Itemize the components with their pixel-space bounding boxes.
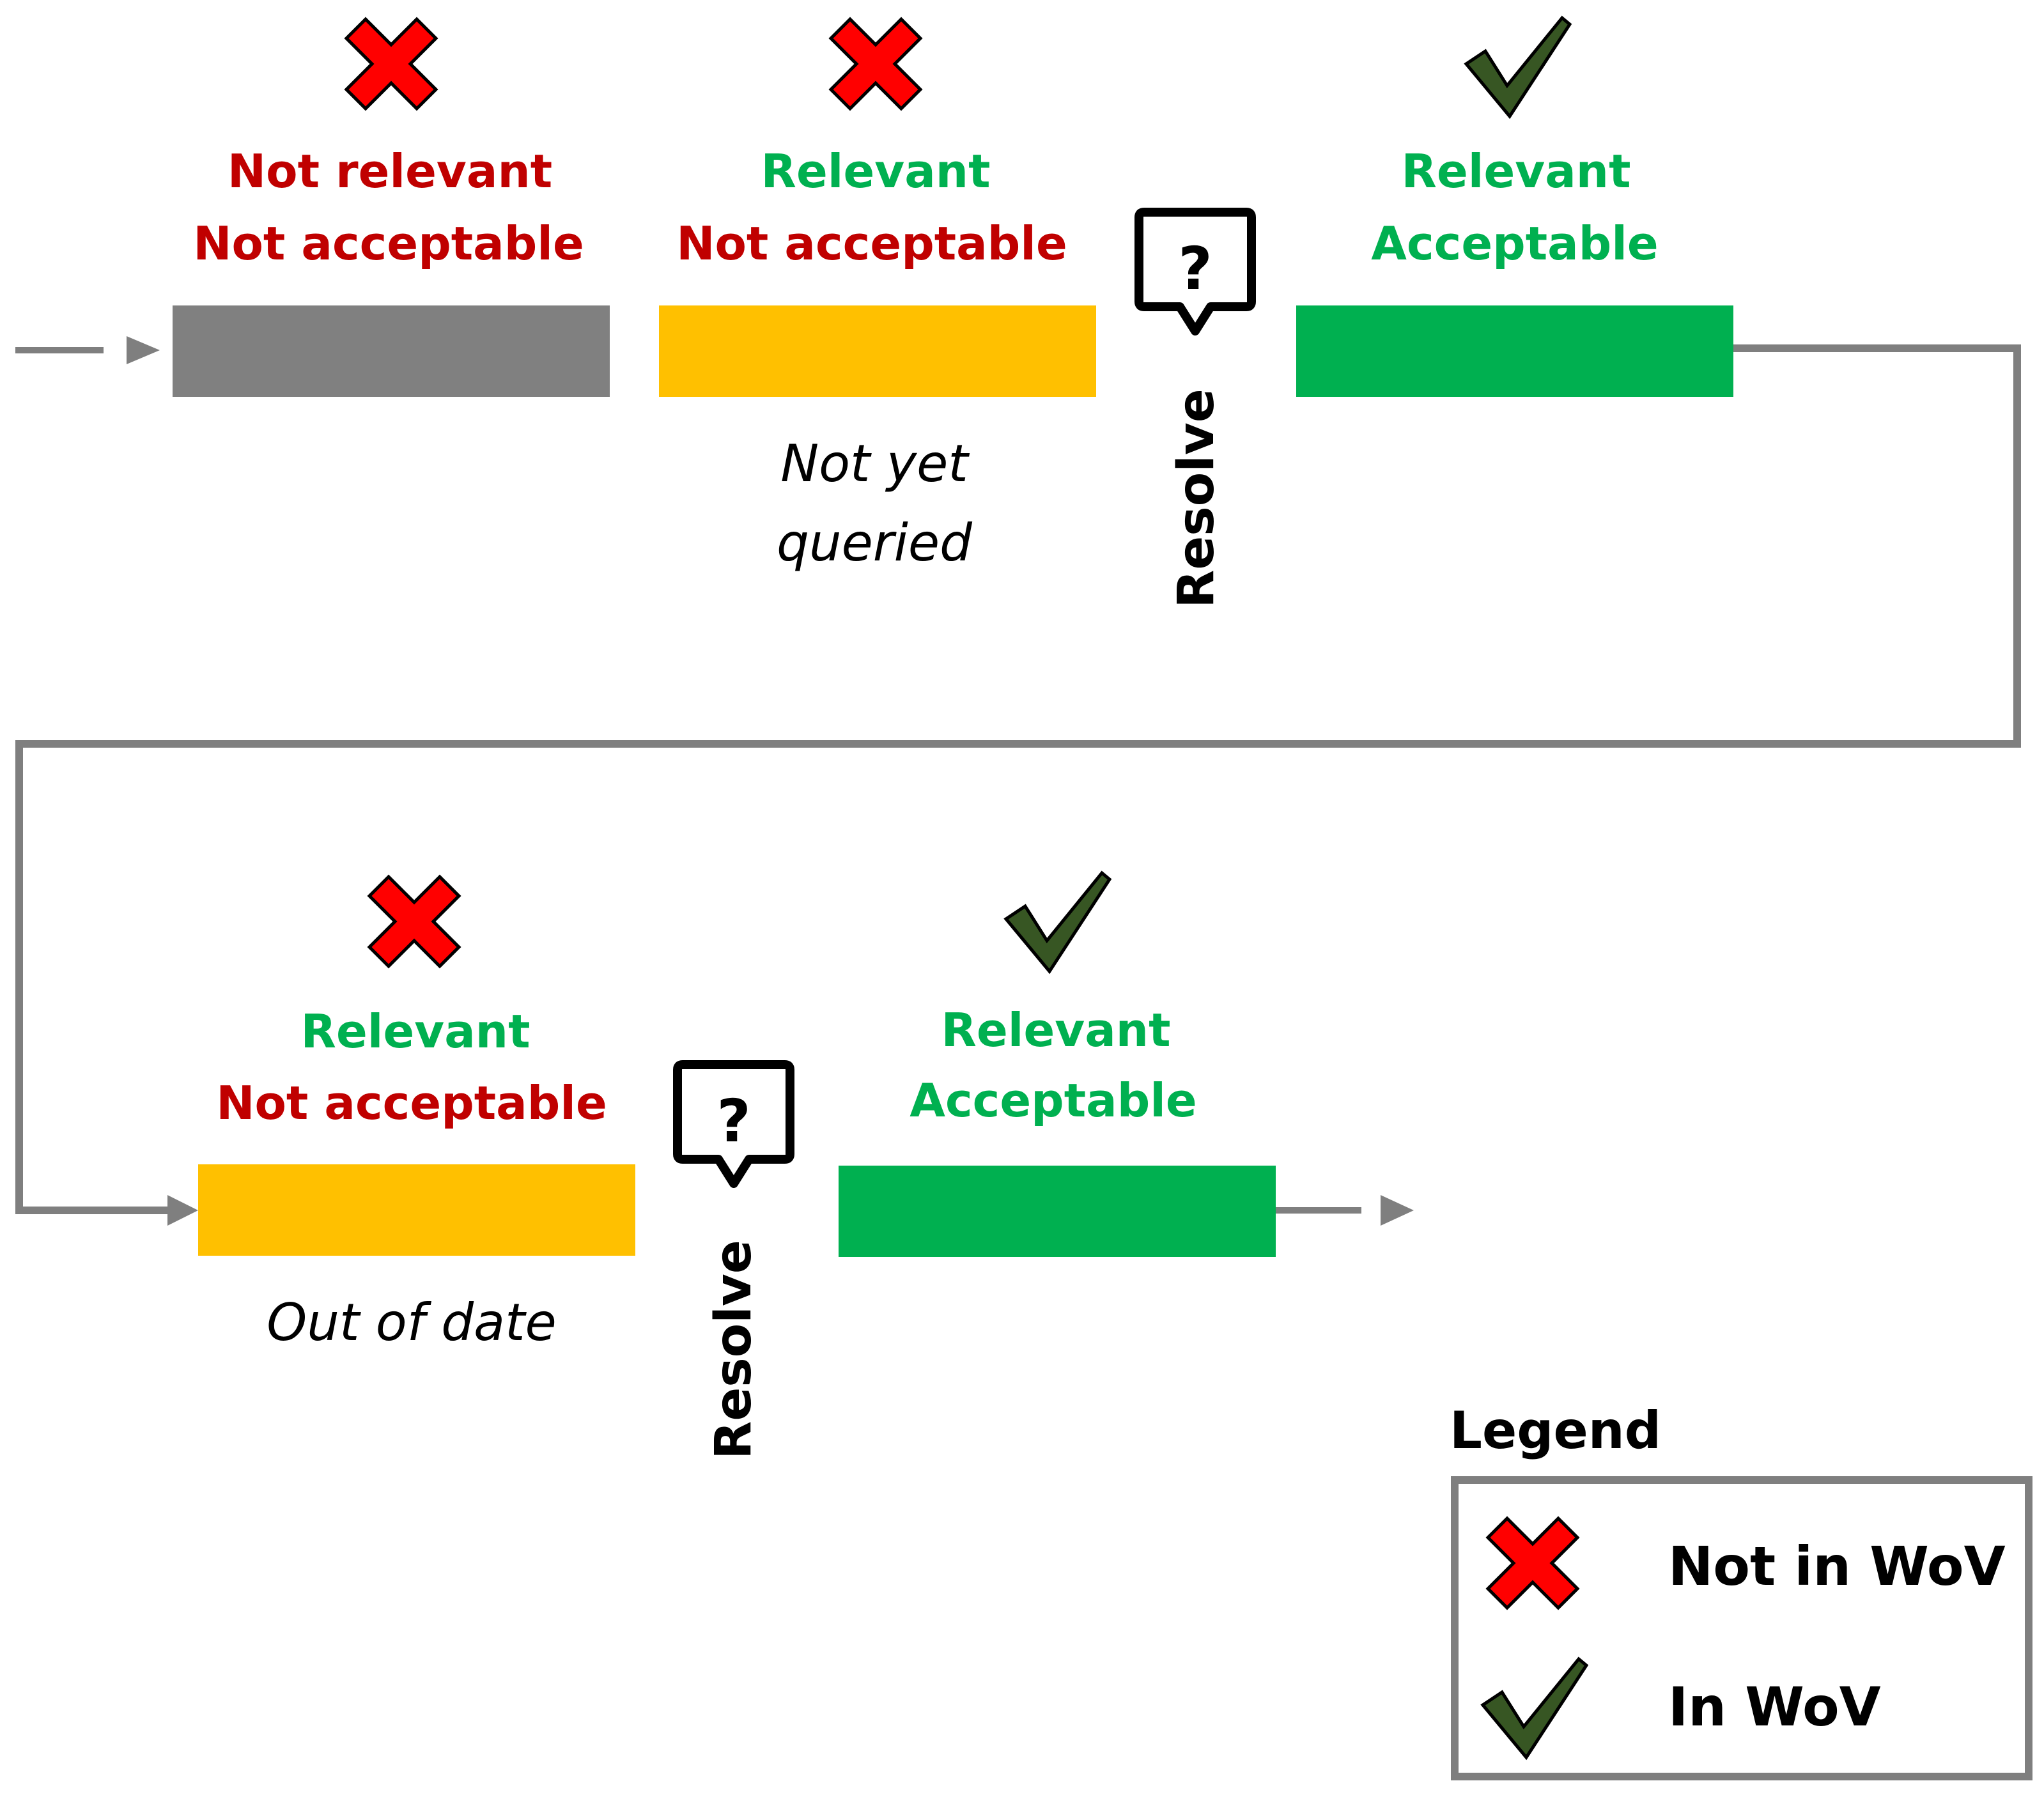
- state-1-line2: Not acceptable: [193, 217, 584, 270]
- state-5-line2: Acceptable: [910, 1074, 1197, 1127]
- flow-connectors: [15, 336, 2021, 1226]
- state-3: Relevant Acceptable: [1296, 18, 1733, 397]
- cross-icon: [346, 19, 436, 109]
- check-icon: [1466, 18, 1570, 116]
- legend-box: [1451, 1476, 2032, 1780]
- resolve-label: Resolve: [1168, 389, 1225, 608]
- wrap-arrowhead: [167, 1195, 198, 1226]
- cross-icon: [831, 19, 920, 109]
- check-icon: [1006, 873, 1110, 971]
- state-5-bar: [839, 1166, 1276, 1257]
- state-1-line1: Not relevant: [228, 144, 552, 198]
- state-1: Not relevant Not acceptable: [173, 19, 610, 397]
- legend: Legend Not in WoV In WoV: [1450, 1401, 2032, 1780]
- state-5-line1: Relevant: [941, 1003, 1171, 1057]
- resolve-point-2: ? Resolve: [677, 1065, 790, 1460]
- state-3-line2: Acceptable: [1371, 217, 1659, 270]
- resolve-label: Resolve: [705, 1240, 763, 1459]
- state-3-bar: [1296, 305, 1733, 397]
- state-2-bar: [659, 305, 1096, 397]
- legend-in-wov: In WoV: [1668, 1676, 1881, 1738]
- state-5: Relevant Acceptable: [839, 873, 1276, 1257]
- state-4-line2: Not acceptable: [216, 1076, 607, 1130]
- question-mark: ?: [1178, 235, 1212, 303]
- state-2-line1: Relevant: [761, 144, 991, 198]
- entry-arrowhead: [127, 336, 160, 364]
- state-2-note-line1: Not yet: [780, 434, 970, 493]
- state-3-line1: Relevant: [1402, 144, 1631, 198]
- legend-title: Legend: [1450, 1401, 1661, 1460]
- check-icon: [1483, 1659, 1586, 1757]
- cross-icon: [369, 877, 459, 966]
- state-1-bar: [173, 305, 610, 397]
- wrap-around-line: [15, 344, 2021, 1214]
- state-4: Relevant Not acceptable Out of date: [198, 877, 635, 1352]
- state-2-note-line2: queried: [777, 513, 973, 573]
- state-4-line1: Relevant: [301, 1005, 530, 1058]
- state-2-line2: Not acceptable: [676, 217, 1067, 270]
- state-2: Relevant Not acceptable Not yet queried: [659, 19, 1096, 573]
- exit-arrowhead: [1381, 1195, 1414, 1226]
- legend-not-in-wov: Not in WoV: [1668, 1535, 2006, 1598]
- state-4-bar: [198, 1164, 635, 1256]
- state-4-note: Out of date: [267, 1293, 556, 1352]
- cross-icon: [1488, 1518, 1577, 1608]
- resolve-point-1: ? Resolve: [1139, 212, 1251, 608]
- question-mark: ?: [716, 1087, 750, 1155]
